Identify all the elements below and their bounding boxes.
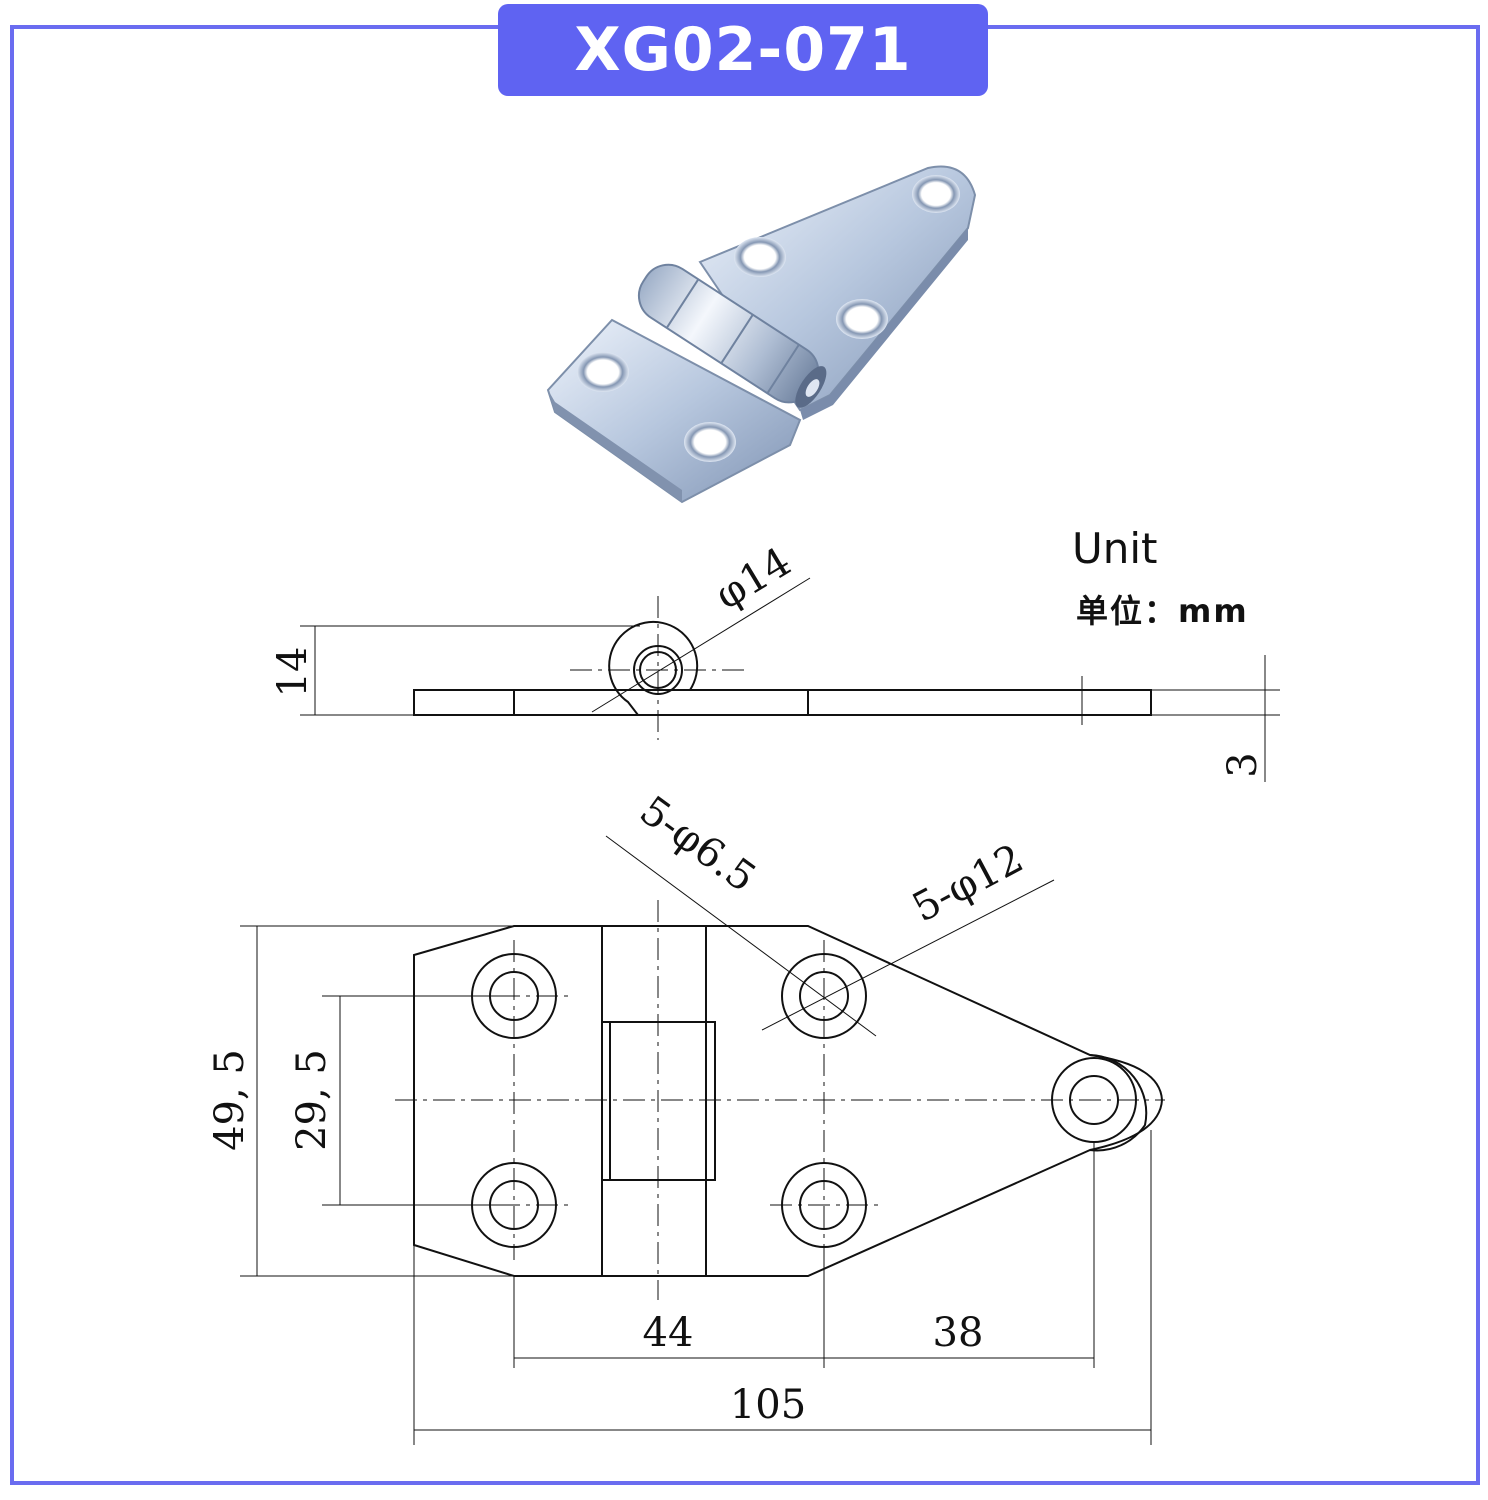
side-view-drawing [300, 577, 1280, 782]
hole-diameter-label: 5-φ6.5 [631, 787, 764, 901]
thickness-label: 3 [1220, 752, 1266, 777]
pin-diameter-label: φ14 [708, 539, 799, 619]
hole-spacing-right-label: 38 [933, 1310, 984, 1356]
top-view-drawing [240, 835, 1165, 1445]
hole-spacing-vertical-label: 29, 5 [289, 1049, 335, 1151]
product-code-badge: XG02-071 [498, 4, 988, 96]
unit-label-en: Unit [1072, 524, 1158, 573]
overall-length-label: 105 [730, 1382, 806, 1428]
hinge-product-image [546, 165, 977, 504]
countersink-diameter-label: 5-φ12 [905, 836, 1031, 932]
overall-height-label: 49, 5 [207, 1049, 253, 1151]
unit-label-cn: 单位：mm [1076, 592, 1249, 630]
knuckle-height-label: 14 [270, 647, 316, 698]
hole-spacing-left-label: 44 [643, 1310, 694, 1356]
